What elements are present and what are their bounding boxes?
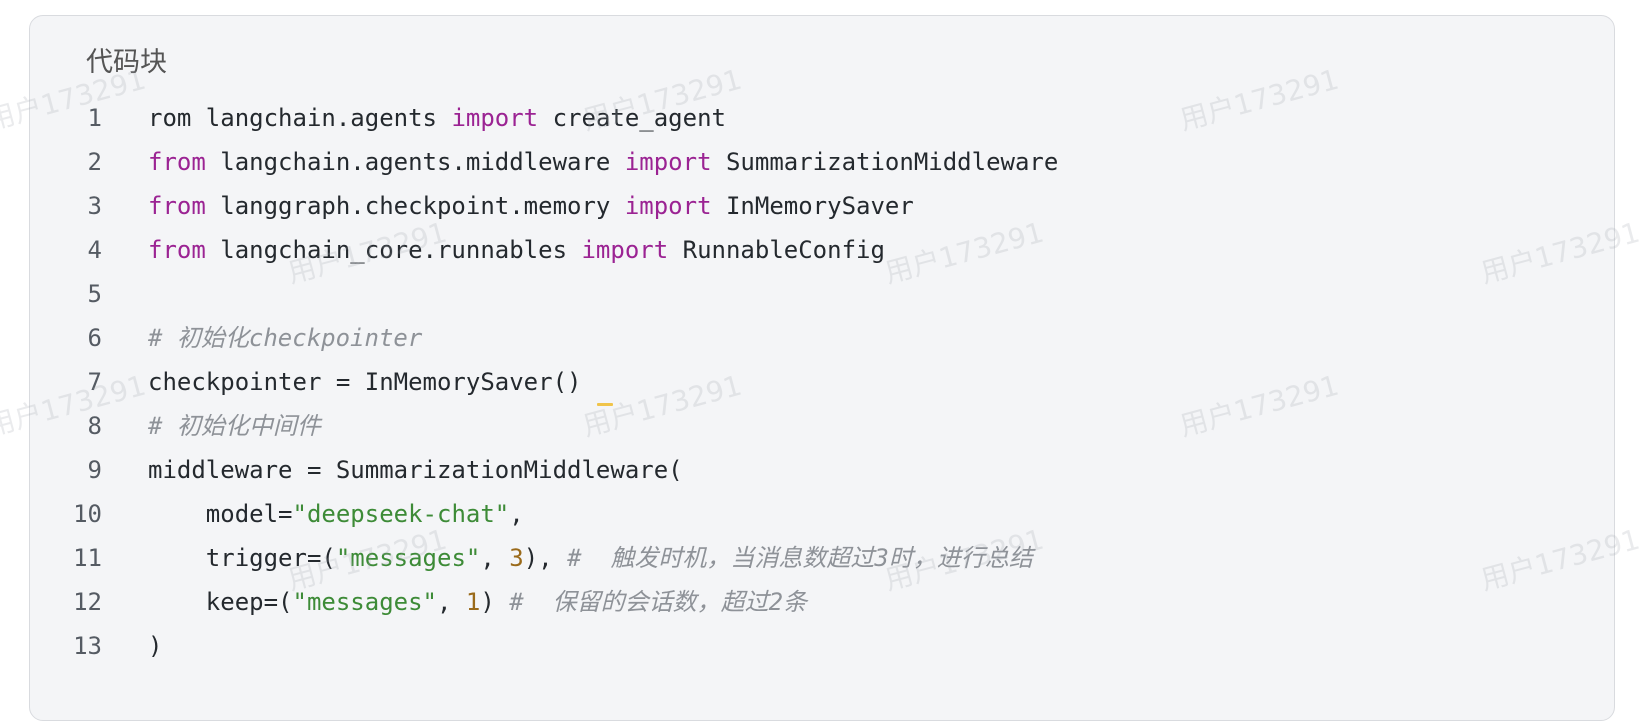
line-code[interactable]: from langchain.agents.middleware import … [148, 140, 1058, 184]
bracket-match-highlight [597, 403, 613, 406]
line-number: 13 [73, 632, 102, 660]
code-token: langchain.agents.middleware [205, 148, 625, 176]
line-number: 9 [87, 456, 102, 484]
line-code[interactable]: # 初始化checkpointer [148, 316, 422, 360]
string-token: "messages" [292, 588, 438, 616]
code-line[interactable]: 13) [30, 624, 1614, 668]
code-token: langchain_core.runnables [205, 236, 582, 264]
keyword-token: from [148, 148, 206, 176]
line-code[interactable]: trigger=("messages", 3), # 触发时机，当消息数超过3时… [148, 536, 1033, 580]
line-number: 3 [87, 192, 102, 220]
code-token: keep=( [148, 588, 293, 616]
code-line[interactable]: 7 checkpointer = InMemorySaver() [30, 360, 1614, 404]
code-lines[interactable]: 1 rom langchain.agents import create_agen… [30, 96, 1614, 668]
line-number: 8 [87, 412, 102, 440]
code-line[interactable]: 1 rom langchain.agents import create_agen… [30, 96, 1614, 140]
code-line[interactable]: 5 [30, 272, 1614, 316]
line-code[interactable]: ) [148, 624, 162, 668]
line-code[interactable]: model="deepseek-chat", [148, 492, 524, 536]
code-token: create_agent [538, 104, 726, 132]
comment-token: # 保留的会话数，超过2条 [509, 588, 808, 616]
line-code[interactable]: checkpointer = InMemorySaver() [148, 360, 581, 404]
code-block: 代码块 1 rom langchain.agents import create_… [29, 15, 1615, 721]
code-line[interactable]: 9 middleware = SummarizationMiddleware( [30, 448, 1614, 492]
code-token: middleware = SummarizationMiddleware( [148, 456, 683, 484]
number-token: 3 [509, 544, 524, 572]
line-number: 12 [73, 588, 102, 616]
line-code[interactable]: keep=("messages", 1) # 保留的会话数，超过2条 [148, 580, 807, 624]
keyword-token: import [581, 236, 669, 264]
comment-token: # 初始化中间件 [148, 412, 321, 440]
code-line[interactable]: 3 from langgraph.checkpoint.memory import… [30, 184, 1614, 228]
code-line[interactable]: 2 from langchain.agents.middleware import… [30, 140, 1614, 184]
line-code[interactable]: rom langchain.agents import create_agent [148, 96, 726, 140]
line-number: 11 [73, 544, 102, 572]
code-token: InMemorySaver [711, 192, 914, 220]
code-token: RunnableConfig [668, 236, 885, 264]
keyword-token: import [451, 104, 539, 132]
line-number: 7 [87, 368, 102, 396]
code-line[interactable]: 12 keep=("messages", 1) # 保留的会话数，超过2条 [30, 580, 1614, 624]
code-token: , [480, 544, 510, 572]
code-token: checkpointer = InMemorySaver() [148, 368, 582, 396]
comment-token: # 初始化checkpointer [148, 324, 423, 352]
line-number: 10 [73, 500, 102, 528]
number-token: 1 [465, 588, 481, 616]
line-code[interactable]: middleware = SummarizationMiddleware( [148, 448, 683, 492]
keyword-token: from [148, 236, 206, 264]
code-line[interactable]: 4 from langchain_core.runnables import Ru… [30, 228, 1614, 272]
code-line[interactable]: 10 model="deepseek-chat", [30, 492, 1614, 536]
string-token: "deepseek-chat" [292, 500, 510, 528]
line-number: 2 [87, 148, 102, 176]
line-number: 5 [87, 280, 102, 308]
code-token: rom langchain.agents [148, 104, 452, 132]
code-token: langgraph.checkpoint.memory [205, 192, 625, 220]
code-token: ), [523, 544, 568, 572]
line-number: 6 [87, 324, 102, 352]
code-token: model= [148, 500, 293, 528]
code-line[interactable]: 6 # 初始化checkpointer [30, 316, 1614, 360]
code-token: ) [148, 632, 163, 660]
line-number: 1 [87, 104, 102, 132]
line-code[interactable]: # 初始化中间件 [148, 404, 321, 448]
code-token: ) [480, 588, 510, 616]
code-block-title: 代码块 [86, 47, 167, 78]
code-token: , [509, 500, 524, 528]
code-line[interactable]: 11 trigger=("messages", 3), # 触发时机，当消息数超… [30, 536, 1614, 580]
code-line[interactable]: 8 # 初始化中间件 [30, 404, 1614, 448]
string-token: "messages" [335, 544, 481, 572]
comment-token: # 触发时机，当消息数超过3时，进行总结 [567, 544, 1033, 572]
code-token: trigger=( [148, 544, 336, 572]
line-code[interactable]: from langchain_core.runnables import Run… [148, 228, 885, 272]
keyword-token: import [624, 192, 712, 220]
keyword-token: import [624, 148, 712, 176]
line-code[interactable]: from langgraph.checkpoint.memory import … [148, 184, 914, 228]
keyword-token: from [148, 192, 206, 220]
code-token: SummarizationMiddleware [711, 148, 1059, 176]
line-number: 4 [87, 236, 102, 264]
code-token: , [437, 588, 466, 616]
